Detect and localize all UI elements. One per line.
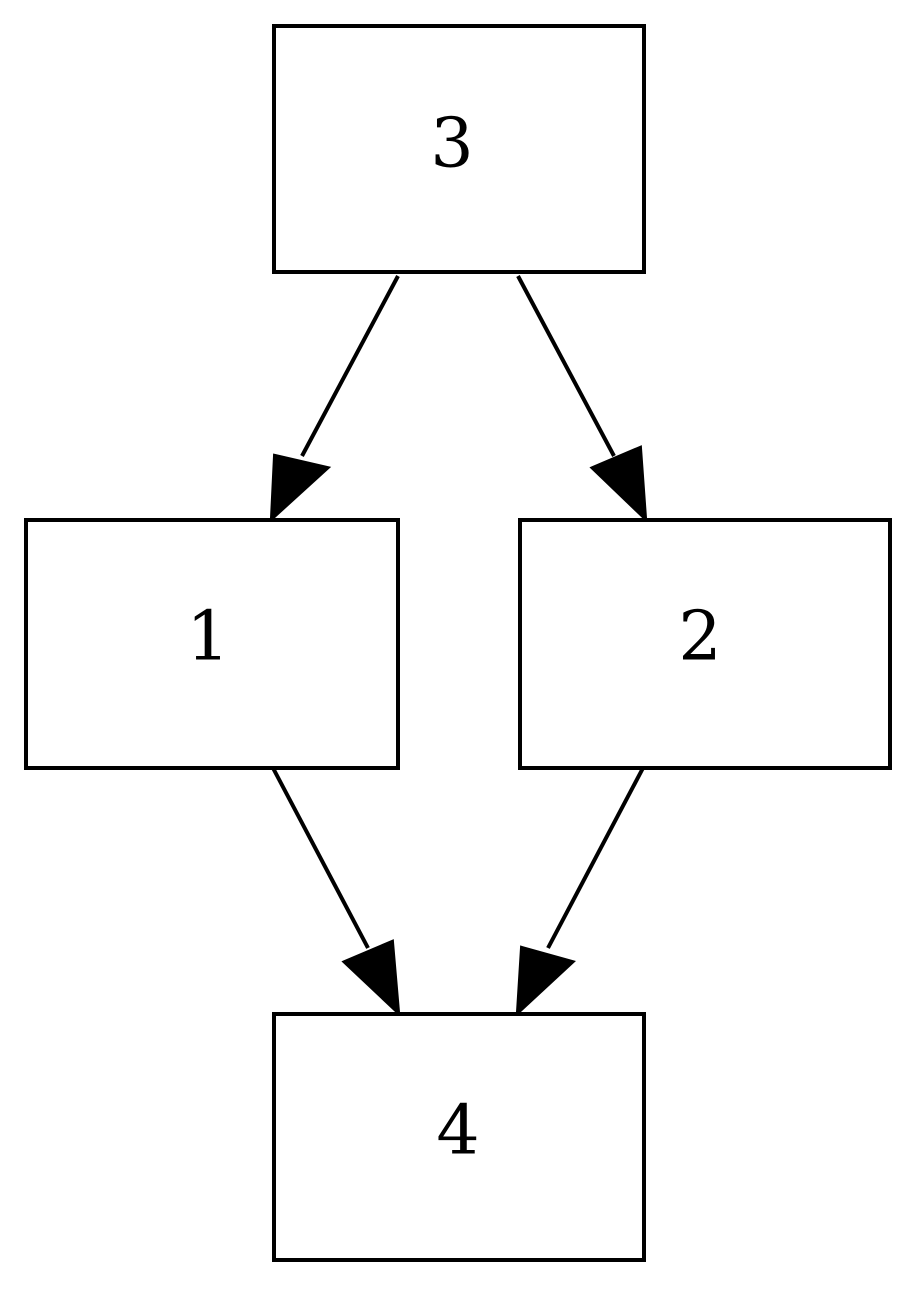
edge-1-to-4-line (271, 767, 370, 949)
node-3-box (272, 24, 646, 274)
node-1-box (24, 518, 400, 770)
edge-3-to-1 (269, 275, 400, 523)
edge-2-to-4-line (546, 767, 645, 949)
edge-3-to-1-line (300, 275, 400, 457)
node-4-box (272, 1012, 646, 1262)
node-4: 4 (272, 1012, 646, 1262)
node-1-label: 1 (186, 598, 229, 677)
node-2: 2 (518, 518, 892, 770)
edge-3-to-2 (516, 275, 648, 524)
node-1: 1 (24, 518, 400, 770)
node-3-label: 3 (430, 105, 473, 184)
edge-2-to-4-arrowhead (515, 945, 576, 1017)
node-3: 3 (272, 24, 646, 274)
edge-1-to-4-arrowhead (341, 939, 401, 1018)
edge-1-to-4 (271, 767, 401, 1018)
edge-3-to-2-arrowhead (589, 445, 648, 524)
edge-3-to-1-arrowhead (269, 453, 332, 523)
edge-3-to-2-line (516, 275, 616, 457)
edge-2-to-4 (515, 767, 645, 1017)
node-4-label: 4 (436, 1092, 479, 1171)
node-2-label: 2 (678, 598, 721, 677)
node-2-box (518, 518, 892, 770)
